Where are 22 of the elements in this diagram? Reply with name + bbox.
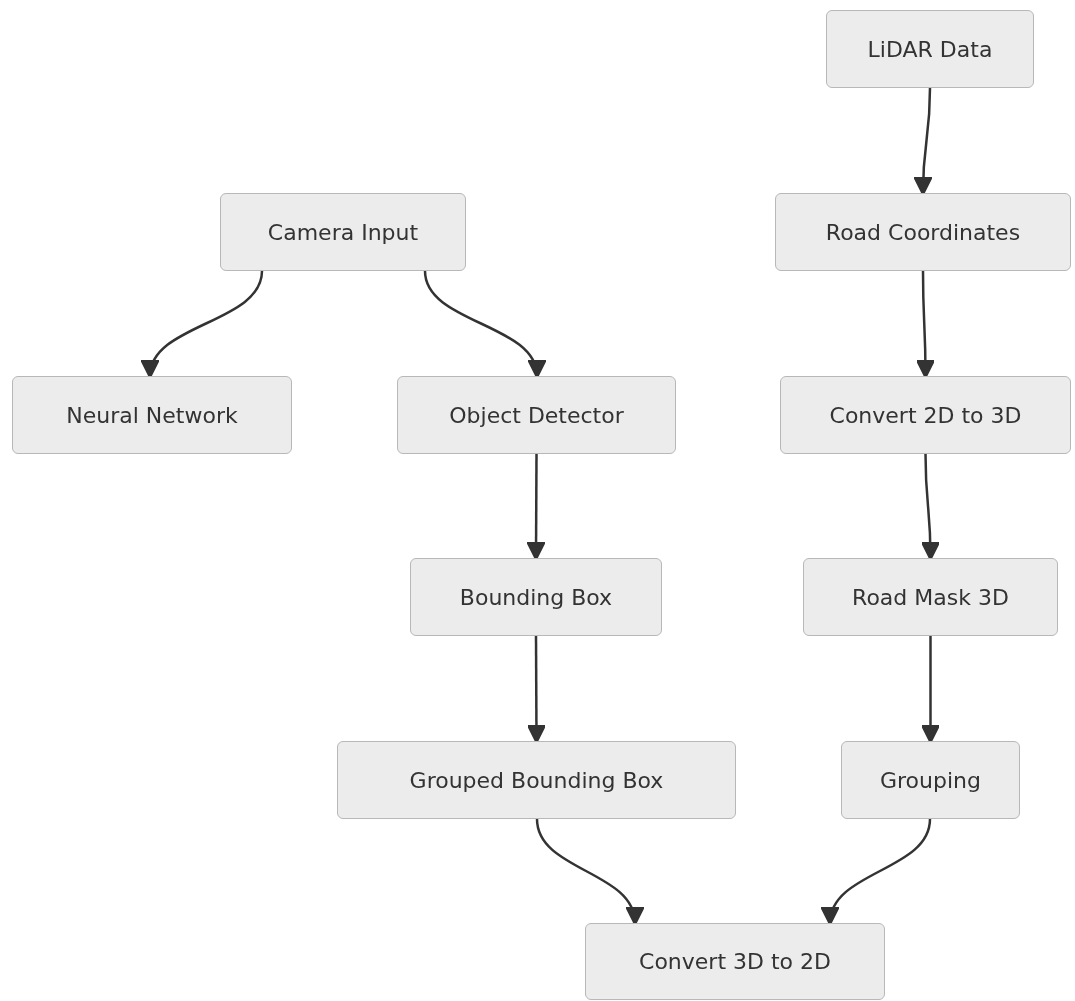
node-label: Grouped Bounding Box (409, 767, 664, 793)
node-label: Camera Input (267, 219, 419, 245)
node-label: Neural Network (66, 402, 238, 428)
node-label: LiDAR Data (867, 36, 993, 62)
process-box (780, 376, 1071, 454)
process-box (585, 923, 885, 1000)
process-box (397, 376, 676, 454)
node-label: Convert 3D to 2D (639, 949, 831, 974)
process-box (841, 741, 1020, 819)
node-label: Convert 2D to 3D (829, 402, 1022, 428)
process-box (803, 558, 1058, 636)
node-label: Road Coordinates (825, 219, 1021, 245)
process-box (775, 193, 1071, 271)
node-label: Road Mask 3D (852, 584, 1009, 610)
node-label: Bounding Box (459, 584, 613, 610)
process-box (410, 558, 662, 636)
node-label: Grouping (880, 767, 981, 793)
process-box (12, 376, 292, 454)
node-label: Object Detector (449, 402, 624, 428)
process-box (220, 193, 466, 271)
process-box (826, 10, 1034, 88)
process-box (337, 741, 736, 819)
